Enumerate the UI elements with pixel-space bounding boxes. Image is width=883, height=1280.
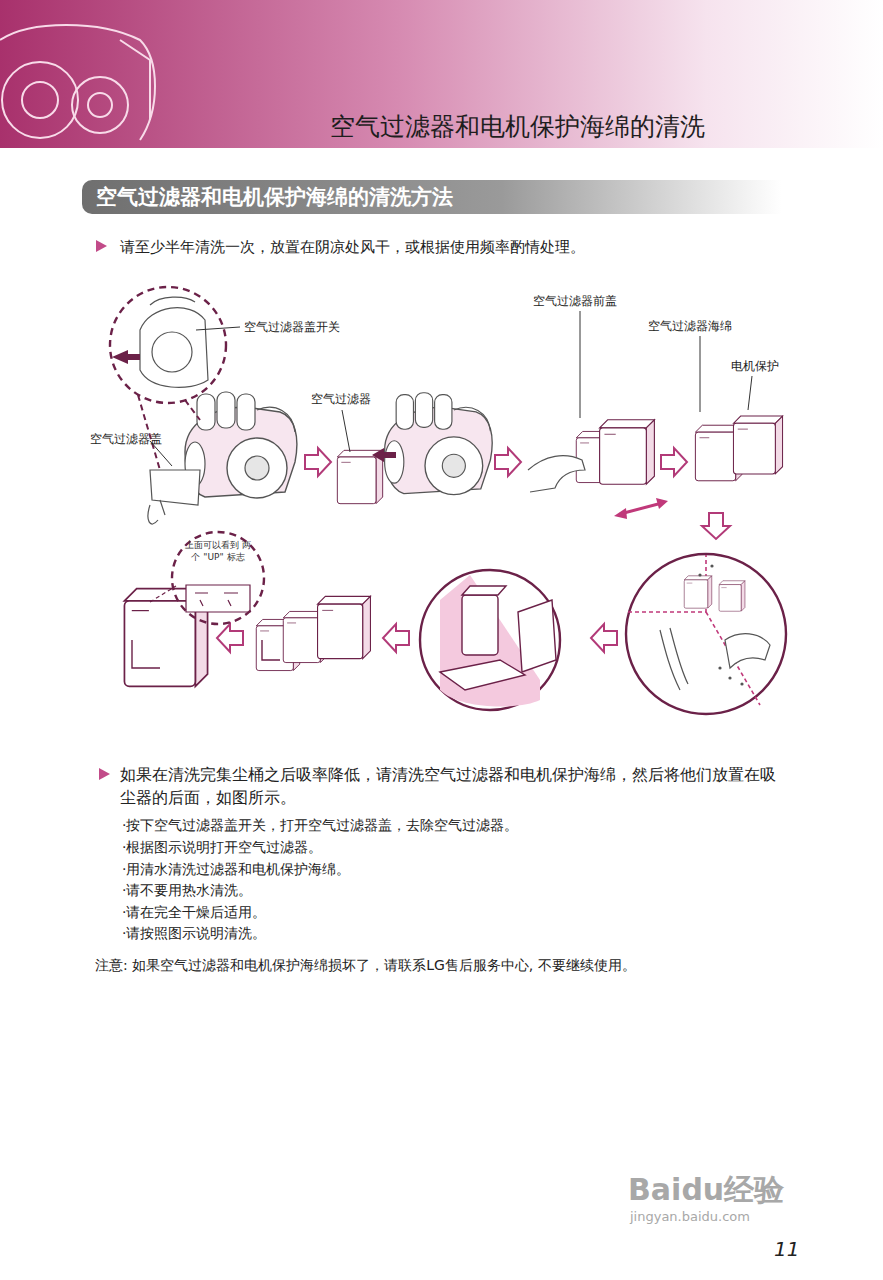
- illustration-part: [96, 240, 107, 252]
- illustration-part: [656, 498, 668, 509]
- illustration-part: [626, 554, 786, 714]
- illustration-part: [591, 624, 617, 652]
- illustration-part: [185, 392, 297, 498]
- part-label: 空气过滤器海绵: [648, 318, 732, 334]
- callout-text: 上面可以看到 两个 "UP" 标志: [182, 540, 254, 563]
- illustration-part: [120, 40, 150, 120]
- step-remove-filter: [372, 393, 492, 495]
- illustration-part: [2, 62, 78, 138]
- illustration-part: [140, 308, 208, 388]
- bullet-item: ·用清水清洗过滤器和电机保护海绵。: [122, 860, 350, 879]
- watermark-url: jingyan.baidu.com: [630, 1208, 750, 1226]
- callout-circle: 上面可以看到 两个 "UP" 标志: [170, 530, 266, 626]
- assembly-circle: [420, 570, 560, 710]
- illustration-part: [698, 564, 743, 685]
- illustration-part: [196, 327, 240, 330]
- illustration-part: [185, 400, 200, 420]
- illustration-part: [733, 416, 782, 474]
- illustration-part: [262, 640, 280, 660]
- illustration-part: [342, 410, 350, 452]
- page-number: 11: [774, 1236, 799, 1263]
- illustration-part: [748, 376, 752, 410]
- section-band: 空气过滤器和电机保护海绵的清洗方法: [82, 180, 782, 214]
- illustration-part: [305, 448, 331, 476]
- illustration-part: [718, 666, 721, 669]
- illustration-part: [700, 336, 701, 412]
- bullet-item: ·请在完全干燥后适用。: [122, 903, 266, 922]
- illustration-part: [195, 593, 238, 606]
- illustration-part: [725, 634, 770, 668]
- illustration-part: [462, 586, 506, 595]
- illustration-part: [702, 513, 730, 539]
- note-text: 注意: 如果空气过滤器和电机保护海绵损坏了，请联系LG售后服务中心, 不要继续使…: [95, 956, 636, 975]
- washing-circle: [626, 554, 786, 714]
- illustration-part: [440, 660, 525, 690]
- illustration-part: [495, 448, 521, 476]
- illustration-part: [217, 624, 243, 652]
- illustration-part: [614, 508, 627, 519]
- illustration-part: [383, 624, 409, 652]
- illustration-part: [372, 448, 396, 462]
- illustration-part: [661, 448, 687, 476]
- illustration-part: [99, 768, 110, 780]
- part-label: 空气过滤器盖: [90, 431, 162, 447]
- dashed-circle: [172, 532, 264, 624]
- illustration-part: [88, 93, 112, 117]
- illustration-part: [580, 311, 581, 418]
- header-vacuum: [0, 25, 155, 140]
- illustration-part: [318, 596, 371, 658]
- illustration-part: [337, 450, 382, 503]
- illustration-part: [710, 564, 713, 567]
- illustration-part: [684, 576, 712, 608]
- illustration-part: [420, 570, 560, 710]
- illustration-part: [152, 332, 192, 372]
- part-label: 电机保护: [731, 358, 779, 374]
- illustration-part: [0, 25, 155, 140]
- illustration-part: [628, 555, 760, 705]
- bullet-item: ·请按照图示说明清洗。: [122, 924, 266, 943]
- illustration-part: [383, 624, 409, 652]
- illustration-part: [217, 624, 243, 652]
- bullet-item: ·请不要用热水清洗。: [122, 881, 252, 900]
- part-label: 空气过滤器: [311, 391, 371, 407]
- illustration-part: [22, 82, 58, 118]
- illustration-part: [462, 595, 498, 655]
- step-open-filter: [528, 311, 668, 519]
- illustration-part: [728, 676, 731, 679]
- illustration-part: [702, 513, 730, 539]
- illustration-part: [661, 448, 687, 476]
- illustration-part: [660, 628, 688, 690]
- illustration-part: [110, 287, 226, 403]
- illustration-part: [132, 640, 160, 668]
- bullet-item: ·根据图示说明打开空气过滤器。: [122, 838, 322, 857]
- illustration-part: [72, 77, 128, 133]
- illustration-part: [148, 500, 165, 524]
- illustration-part: [740, 682, 743, 685]
- part-label: 空气过滤器盖开关: [244, 319, 340, 335]
- illustration-part: [591, 624, 617, 652]
- illustration-part: [0, 0, 883, 148]
- illustration-part: [305, 448, 331, 476]
- illustration-part: [150, 470, 200, 505]
- illustration-part: [112, 350, 140, 364]
- body-text: 如果在清洗完集尘桶之后吸率降低，请清洗空气过滤器和电机保护海绵，然后将他们放置在…: [120, 763, 788, 809]
- illustration-part: [698, 573, 701, 576]
- part-label: 空气过滤器前盖: [533, 293, 617, 309]
- illustration-part: [495, 448, 521, 476]
- illustration-part: [600, 420, 655, 484]
- illustration-part: [719, 581, 745, 611]
- page-title: 空气过滤器和电机保护海绵的清洗: [330, 110, 705, 144]
- illustration-part: [528, 456, 585, 492]
- section-heading: 空气过滤器和电机保护海绵的清洗方法: [96, 180, 768, 214]
- watermark: Baidu经验: [628, 1170, 784, 1211]
- illustration-part: [150, 297, 195, 305]
- illustration-part: [385, 393, 493, 495]
- illustration-part: [186, 585, 250, 612]
- bullet-item: ·按下空气过滤器盖开关，打开空气过滤器盖，去除空气过滤器。: [122, 816, 518, 835]
- illustration-part: [518, 600, 556, 672]
- intro-text: 请至少半年清洗一次，放置在阴凉处风干，或根据使用频率酌情处理。: [120, 237, 585, 257]
